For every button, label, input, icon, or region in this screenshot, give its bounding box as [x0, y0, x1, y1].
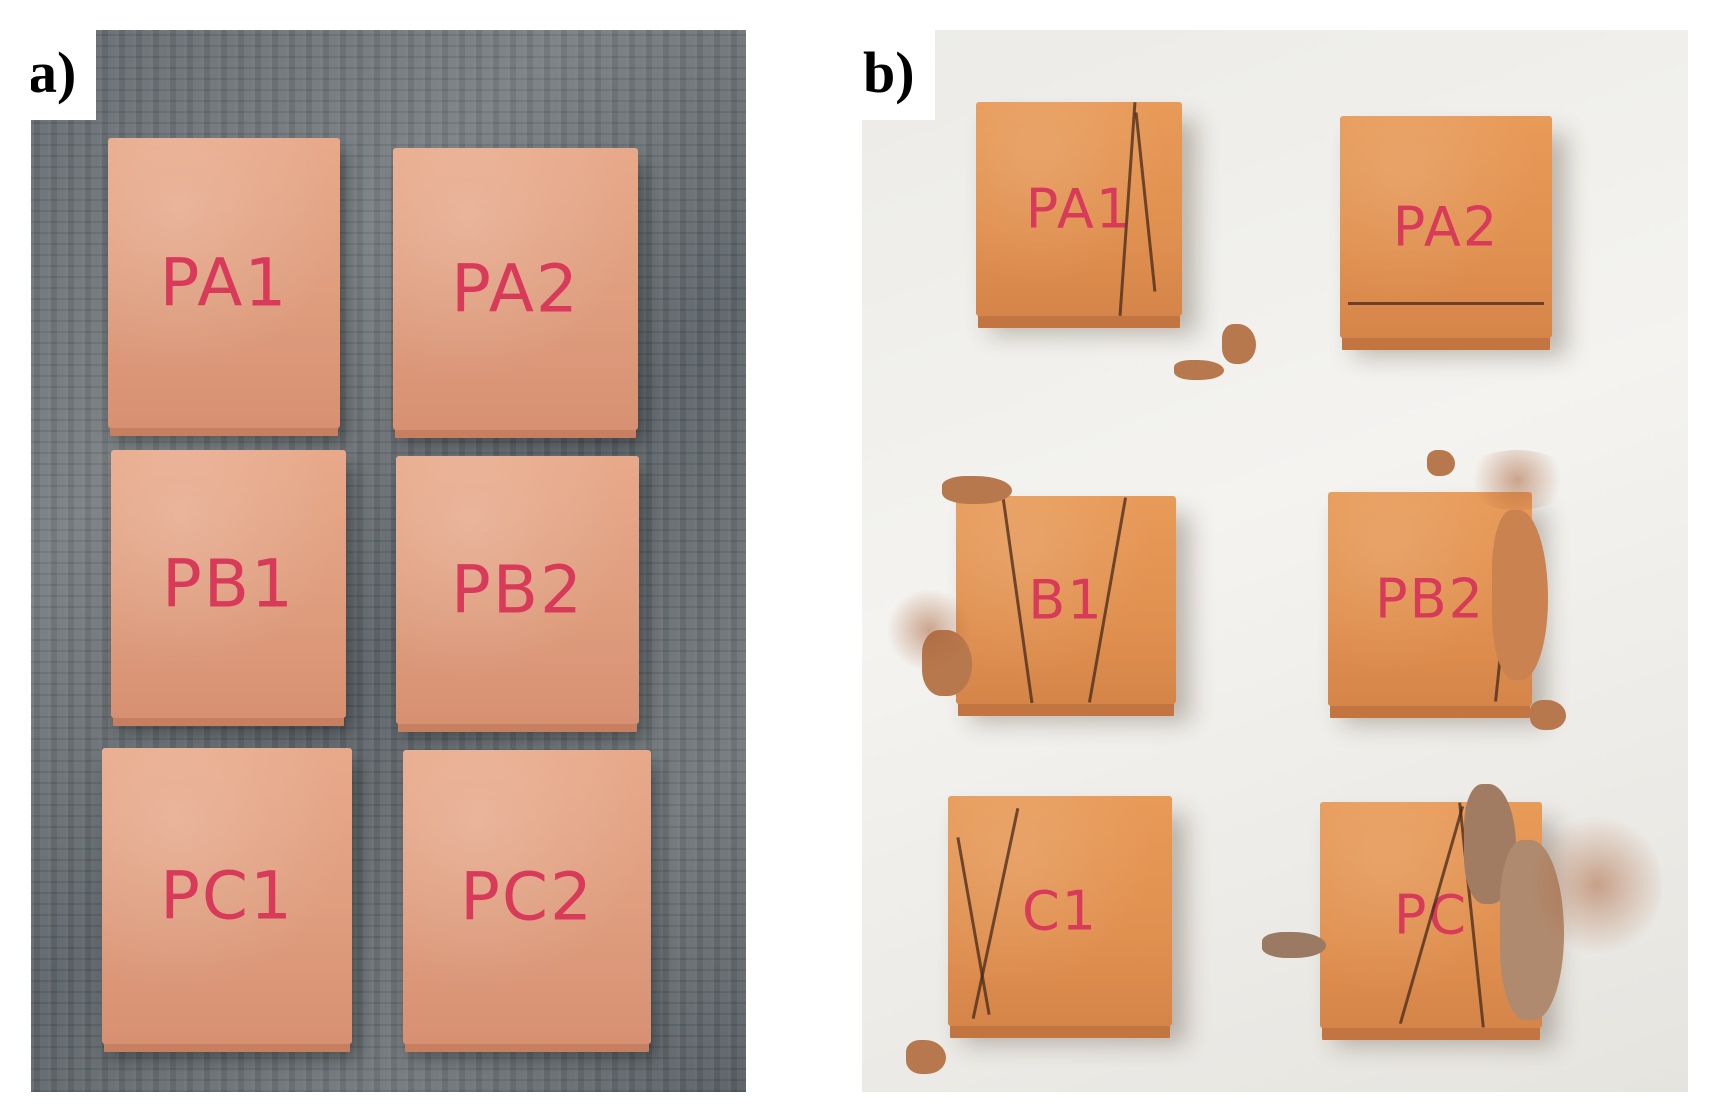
specimen-pa1: PA1	[108, 138, 340, 428]
specimen-pb2: PB2	[396, 456, 639, 724]
fragment	[1222, 324, 1256, 364]
specimen-pa2: PA2	[393, 148, 638, 430]
specimen-label: PA1	[159, 244, 289, 322]
specimen-pc2: PC2	[403, 750, 651, 1044]
fragment	[906, 1040, 946, 1074]
specimen-label: PB2	[1375, 567, 1485, 631]
specimen-label: PB2	[450, 551, 585, 629]
specimen-pb1: B1	[956, 496, 1176, 704]
dust	[884, 590, 974, 670]
specimen-label: C1	[1021, 879, 1099, 943]
crack	[1348, 302, 1544, 305]
fragment	[1262, 932, 1326, 958]
specimen-pb1: PB1	[111, 450, 346, 718]
dust	[1462, 450, 1572, 510]
specimen-pa2: PA2	[1340, 116, 1552, 338]
fragment	[1427, 450, 1455, 476]
panel-b-label: b)	[862, 30, 935, 120]
specimen-label: PC1	[160, 857, 294, 935]
specimen-label: B1	[1028, 568, 1104, 632]
specimen-pa1: PA1	[976, 102, 1182, 316]
specimen-label: PA2	[451, 250, 580, 328]
specimen-label: PA1	[1025, 177, 1133, 241]
fragment	[942, 476, 1012, 504]
panel-a-label: a)	[31, 30, 97, 120]
specimen-label: PC2	[460, 858, 594, 936]
specimen-label: PB1	[161, 545, 296, 623]
specimen-pc1: PC1	[102, 748, 352, 1044]
dust	[1532, 810, 1662, 960]
panel-b-tested-specimens: b) PA1 PA2 B1 PB2 C1 PC	[862, 30, 1688, 1092]
specimen-label: PA2	[1392, 195, 1500, 259]
fragment	[1530, 700, 1566, 730]
fragment	[1174, 360, 1224, 380]
specimen-pc1: C1	[948, 796, 1172, 1026]
panel-a-intact-specimens: a) PA1 PA2 PB1 PB2 PC1 PC2	[31, 30, 746, 1092]
fragment	[1492, 510, 1548, 680]
